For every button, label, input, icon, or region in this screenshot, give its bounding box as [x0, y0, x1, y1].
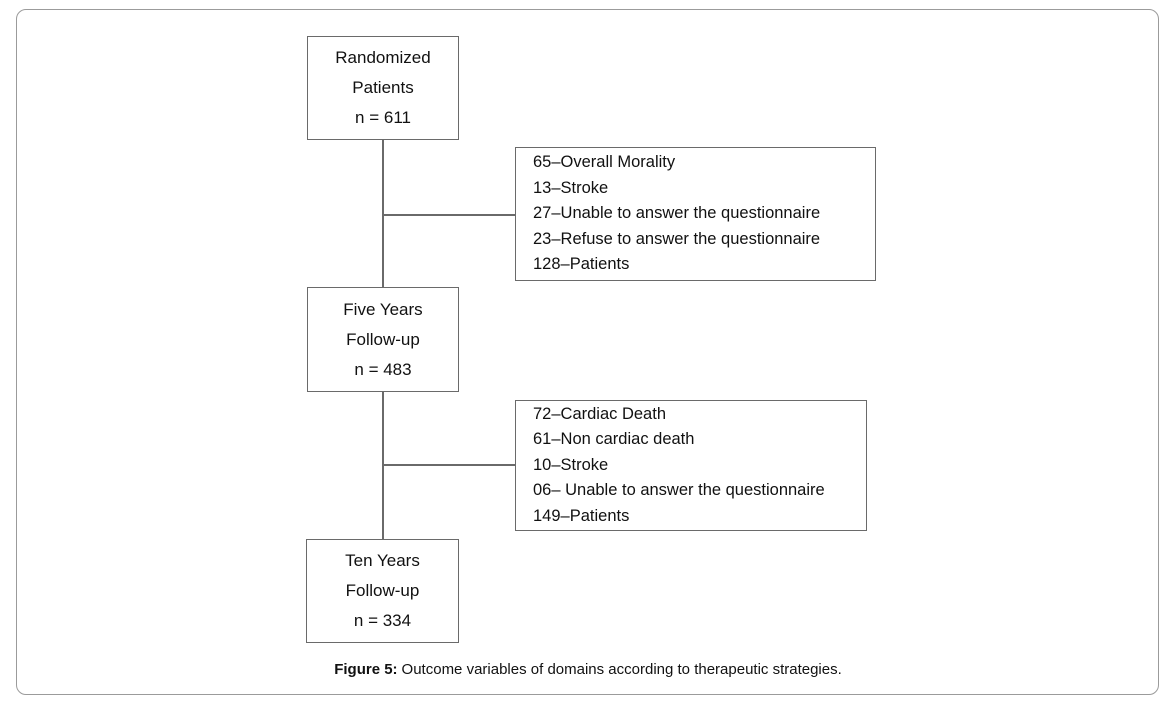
flow-node-ten-years-follow-up: Ten Years Follow-up n = 334 — [306, 539, 459, 643]
flow-node-randomized-patients: Randomized Patients n = 611 — [307, 36, 459, 140]
exclusion-item: 13–Stroke — [533, 178, 609, 197]
exclusion-item: 23–Refuse to answer the questionnaire — [533, 229, 821, 248]
figure-frame — [16, 9, 1159, 695]
figure-caption: Figure 5:Outcome variables of domains ac… — [0, 661, 1176, 678]
flow-node-five-years-follow-up: Five Years Follow-up n = 483 — [307, 287, 459, 392]
node-line: Five Years — [343, 299, 423, 319]
node-line: Follow-up — [345, 581, 420, 600]
connector-branch-to-exclusions-1 — [383, 214, 515, 216]
exclusion-item: 128–Patients — [533, 255, 630, 274]
node-count: n = 334 — [353, 611, 412, 630]
figure-caption-label: Figure 5: — [334, 661, 398, 678]
node-line: Patients — [352, 78, 414, 97]
node-line: Follow-up — [346, 329, 420, 349]
exclusion-item: 72–Cardiac Death — [533, 404, 666, 423]
exclusion-item: 27–Unable to answer the questionnaire — [533, 204, 821, 223]
node-count: n = 483 — [354, 359, 412, 379]
connector-branch-to-exclusions-2 — [383, 464, 515, 466]
exclusion-item: 65–Overall Morality — [533, 153, 676, 172]
connector-randomized-to-five-years — [382, 140, 384, 287]
exclusion-item: 06– Unable to answer the questionnaire — [533, 481, 825, 500]
exclusion-item: 149–Patients — [533, 506, 630, 525]
figure-caption-text: Outcome variables of domains according t… — [401, 661, 842, 678]
node-line: Randomized — [335, 48, 431, 67]
exclusion-box-five-years: 65–Overall Morality 13–Stroke 27–Unable … — [515, 147, 876, 281]
node-line: Ten Years — [345, 551, 420, 570]
connector-five-years-to-ten-years — [382, 392, 384, 539]
exclusion-item: 61–Non cardiac death — [533, 430, 695, 449]
node-count: n = 611 — [355, 108, 411, 127]
exclusion-item: 10–Stroke — [533, 455, 609, 474]
exclusion-box-ten-years: 72–Cardiac Death 61–Non cardiac death 10… — [515, 400, 867, 531]
